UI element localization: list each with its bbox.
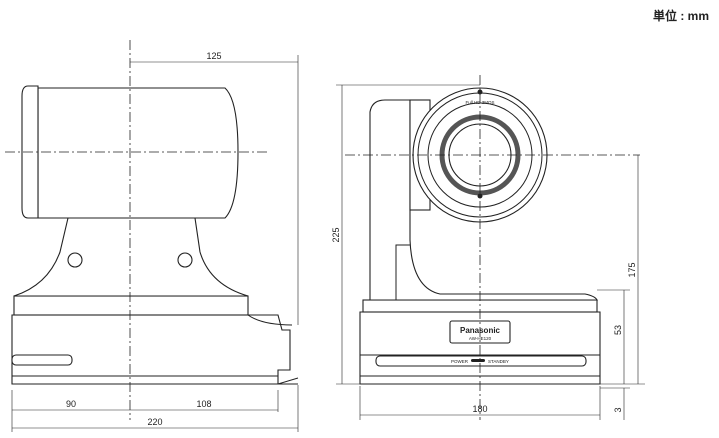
dim-90: 90 [66, 399, 76, 409]
dim-53: 53 [613, 325, 623, 335]
side-base-top [13, 295, 249, 316]
power-label: POWER [451, 359, 469, 364]
dim-108: 108 [196, 399, 211, 409]
indicator-lamp [471, 359, 485, 362]
side-pedestal [13, 217, 249, 297]
model-text: AW-HE120 [469, 336, 492, 341]
side-screw-left [67, 252, 83, 268]
standby-label: STANDBY [488, 359, 509, 364]
dim-125: 125 [206, 51, 221, 61]
dim-3: 3 [613, 407, 623, 412]
side-rear-foot [277, 377, 299, 385]
front-view: Full HD 3MOS Panasonic AW-HE120 POWER ST… [331, 75, 645, 420]
dim-180: 180 [472, 404, 487, 414]
side-lower-base [11, 314, 291, 385]
unit-label: 単位 : mm [652, 9, 709, 23]
side-indicator [11, 354, 73, 366]
side-view: 125 90 108 220 [5, 40, 299, 432]
dim-225: 225 [331, 227, 341, 242]
side-screw-right [177, 252, 193, 268]
front-arm-inner [395, 244, 410, 300]
front-arm [369, 99, 598, 301]
dim-175: 175 [627, 262, 637, 277]
side-back-curve [247, 314, 293, 326]
dim-220: 220 [147, 417, 162, 427]
side-camera-head [37, 87, 239, 219]
